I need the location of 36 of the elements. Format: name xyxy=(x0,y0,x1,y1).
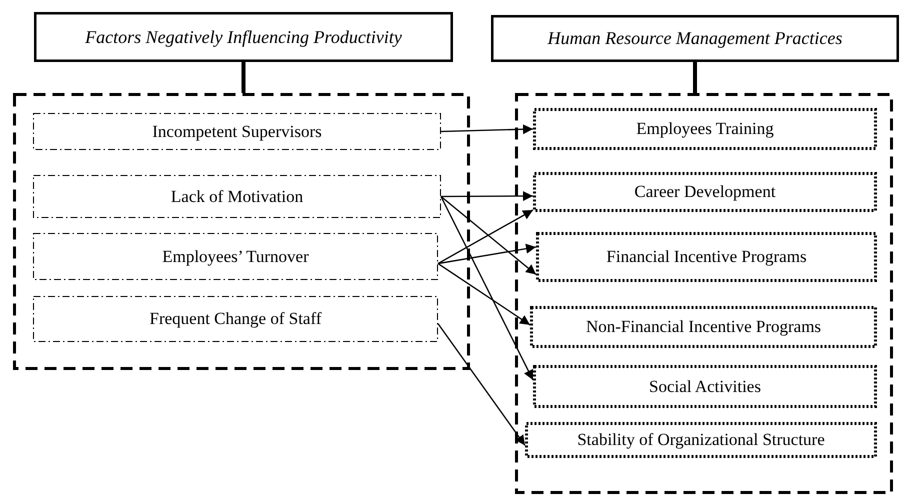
practice-box xyxy=(536,232,877,282)
arrow xyxy=(441,191,533,202)
item-label: Social Activities xyxy=(649,376,761,396)
item-label: Career Development xyxy=(634,182,776,202)
item-label: Frequent Change of Staff xyxy=(149,309,322,329)
practice-box xyxy=(530,306,877,348)
factor-box xyxy=(33,113,441,150)
connector-line xyxy=(242,62,246,93)
connector-line xyxy=(693,62,697,93)
item-label: Employees Training xyxy=(636,119,774,139)
arrow xyxy=(438,263,530,326)
group-frame xyxy=(515,93,893,494)
arrow xyxy=(438,209,534,264)
arrow xyxy=(440,124,534,134)
item-label: Non-Financial Incentive Programs xyxy=(586,317,822,337)
item-label: Financial Incentive Programs xyxy=(606,247,807,267)
item-label: Employees’ Turnover xyxy=(162,246,309,266)
practice-box xyxy=(533,172,877,212)
arrow xyxy=(440,196,534,380)
arrow xyxy=(437,323,526,446)
arrow xyxy=(440,196,536,275)
arrow xyxy=(438,244,536,264)
heading-box xyxy=(491,15,899,62)
practice-box xyxy=(533,108,877,150)
heading-text: Human Resource Management Practices xyxy=(548,28,842,49)
factor-box xyxy=(33,175,441,218)
group-frame xyxy=(13,93,470,370)
item-label: Lack of Motivation xyxy=(170,186,304,206)
practice-box xyxy=(533,365,877,408)
item-label: Incompetent Supervisors xyxy=(152,122,322,142)
heading-box xyxy=(34,12,453,62)
heading-text: Factors Negatively Influencing Productivity xyxy=(85,26,402,48)
factor-box xyxy=(33,233,438,280)
item-label: Stability of Organizational Structure xyxy=(577,430,825,450)
factor-box xyxy=(33,296,438,342)
practice-box xyxy=(525,422,877,458)
